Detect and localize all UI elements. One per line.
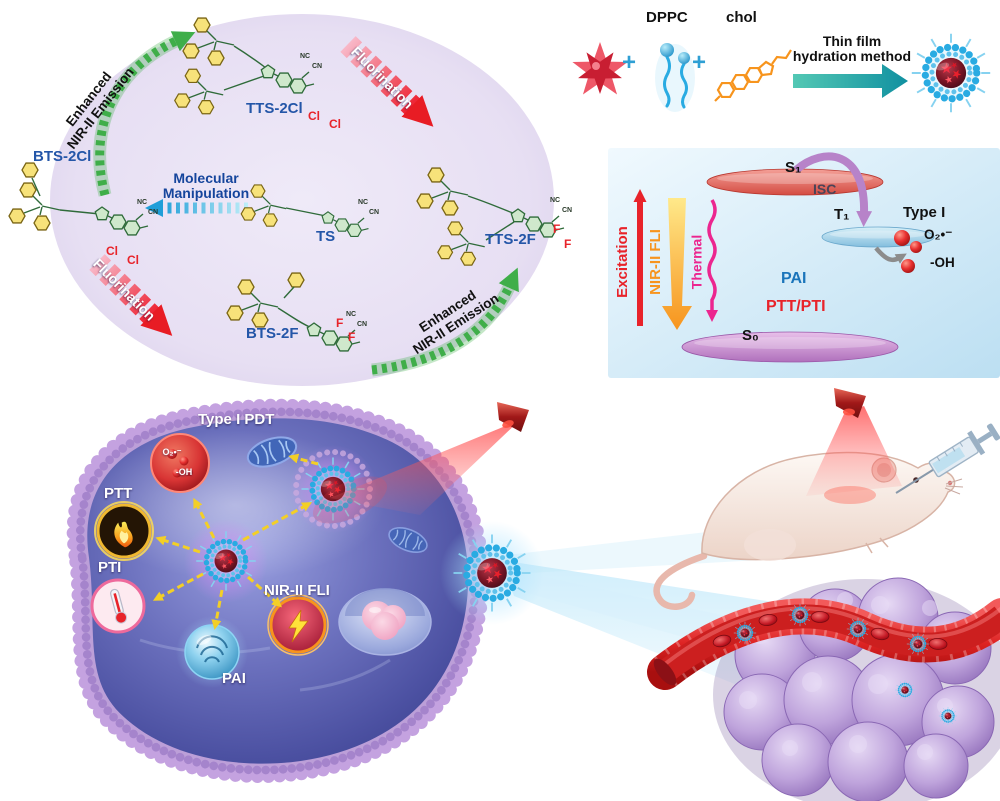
label-ts: TS xyxy=(316,228,336,245)
syringe-needle xyxy=(895,468,934,494)
product-nanoparticle-icon xyxy=(912,34,990,112)
svg-text:NC: NC xyxy=(550,197,560,204)
label-cell-hydroxyl: -OH xyxy=(175,467,193,478)
laser-beam-cell xyxy=(330,419,521,515)
lightning-icon xyxy=(267,594,329,656)
mouse-whiskers xyxy=(944,478,964,495)
laser-beam-mouse xyxy=(806,406,902,496)
label-bts-2f: BTS-2F xyxy=(246,325,299,342)
label-dppc: DPPC xyxy=(646,9,688,26)
flame-icon xyxy=(94,501,154,561)
nir-fli-arrow xyxy=(662,198,692,330)
svg-text:CN: CN xyxy=(312,63,322,70)
label-cl: Cl xyxy=(106,244,118,258)
label-f: F xyxy=(348,330,356,344)
label-isc: ISC xyxy=(813,181,837,197)
label-hydroxyl: -OH xyxy=(930,255,955,270)
label-molecular-manipulation: Molecular Manipulation xyxy=(162,169,250,201)
syringe-icon xyxy=(895,423,1000,494)
label-bts-2cl: BTS-2Cl xyxy=(33,148,92,165)
label-cell-pai: PAI xyxy=(222,670,246,687)
nucleus-icon xyxy=(338,588,432,656)
s1-level xyxy=(706,168,884,196)
label-f: F xyxy=(564,237,572,251)
red-star-icon xyxy=(571,39,632,99)
label-ptt-pti: PTT/PTI xyxy=(766,298,826,315)
label-cell-nir-fli: NIR-II FLI xyxy=(264,582,330,599)
tumor-texture xyxy=(739,592,976,760)
molecule-bts-2f: NC CN xyxy=(227,272,367,351)
label-s0: S₀ xyxy=(742,327,759,344)
svg-text:NC: NC xyxy=(137,199,147,206)
svg-text:CN: CN xyxy=(148,209,158,216)
svg-text:NC: NC xyxy=(346,311,356,318)
svg-text:NC: NC xyxy=(358,199,368,206)
red-blood-cells xyxy=(712,611,948,650)
label-thin-film-method: Thin film hydration method xyxy=(792,33,912,65)
molecule-ts: NC CN xyxy=(241,185,379,236)
label-pti: PTI xyxy=(98,559,122,576)
thermometer-icon xyxy=(90,578,146,634)
label-cell-superoxide: O₂•⁻ xyxy=(162,447,182,458)
label-superoxide: O₂•⁻ xyxy=(924,227,953,242)
label-pai: PAI xyxy=(781,270,807,287)
label-ptt: PTT xyxy=(104,485,133,502)
laser-emitter-cell xyxy=(497,402,529,432)
label-plus: + xyxy=(692,49,707,76)
label-thermal: Thermal xyxy=(688,234,705,290)
label-nir-fli: NIR-II FLI xyxy=(646,229,664,295)
molecule-tts-2cl: NC CN xyxy=(175,18,322,114)
mouse-tail xyxy=(653,552,708,610)
photophysics-diagram xyxy=(608,148,1000,378)
molecule-bts-2cl: NC CN xyxy=(9,162,158,235)
pai-sphere-icon xyxy=(176,616,248,688)
label-f: F xyxy=(553,222,561,236)
label-chol: chol xyxy=(726,9,757,26)
central-nanoparticle xyxy=(184,519,268,603)
thermal-arrow xyxy=(706,199,718,322)
s0-level xyxy=(681,331,899,363)
ros-generation-arrow xyxy=(874,246,907,264)
laser-emitter-mouse xyxy=(834,388,866,418)
fluorination-arrow-top xyxy=(340,36,434,127)
label-tts-2cl: TTS-2Cl xyxy=(246,100,303,117)
blood-vessel xyxy=(647,598,1000,690)
label-s1: S₁ xyxy=(785,159,802,176)
molecule-tts-2f: NC CN xyxy=(417,168,572,265)
vessel-opening xyxy=(653,658,677,686)
label-plus: + xyxy=(622,49,637,76)
label-type-i-pdt: Type I PDT xyxy=(198,411,275,428)
molecular-design-scheme: NC CN NC CN NC CN NC CN NC CN xyxy=(9,14,572,386)
ros-spheres xyxy=(894,230,922,273)
reaction-arrow xyxy=(793,64,908,98)
cancer-cell-illustration xyxy=(73,405,483,776)
label-t1: T₁ xyxy=(834,206,850,223)
nanoparticle-formulation xyxy=(571,34,990,112)
svg-text:NC: NC xyxy=(300,53,310,60)
signal-arrows xyxy=(152,453,319,630)
dppc-lipid-icon xyxy=(655,43,695,112)
ros-circle xyxy=(150,433,210,493)
label-cl: Cl xyxy=(127,253,139,267)
svg-text:CN: CN xyxy=(562,207,572,214)
label-excitation: Excitation xyxy=(613,226,631,298)
label-cl: Cl xyxy=(308,109,320,123)
label-tts-2f: TTS-2F xyxy=(485,231,536,248)
label-f: F xyxy=(336,316,344,330)
svg-text:CN: CN xyxy=(357,321,367,328)
label-cl: Cl xyxy=(329,117,341,131)
svg-text:CN: CN xyxy=(369,209,379,216)
cholesterol-icon xyxy=(714,49,792,102)
label-type-i: Type I xyxy=(903,204,946,221)
isc-arrow xyxy=(793,152,873,227)
free-nanoparticle xyxy=(440,521,544,625)
